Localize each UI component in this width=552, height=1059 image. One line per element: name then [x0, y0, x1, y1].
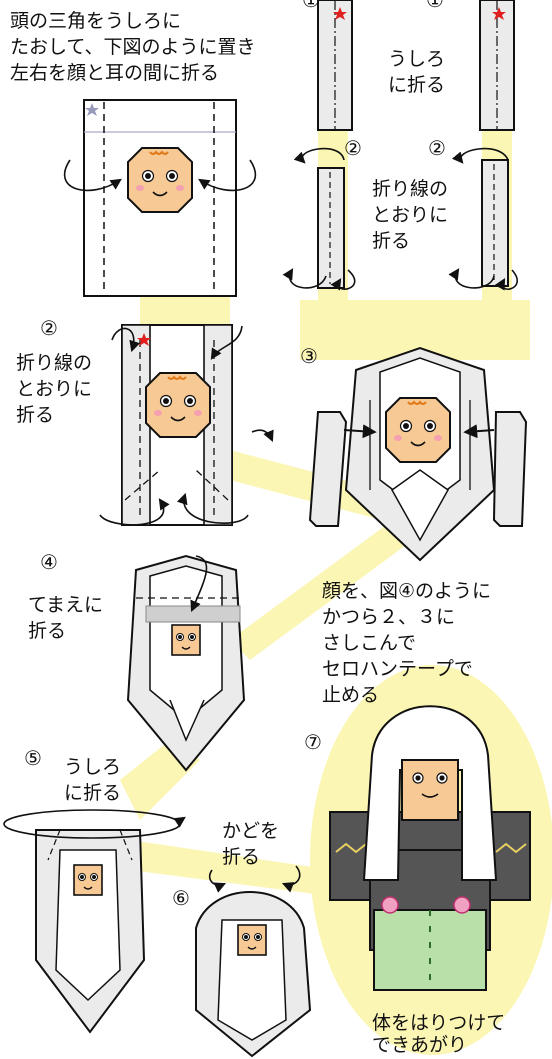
intro-line-2: たおして、下図のように置き	[10, 36, 256, 58]
red-star-icon	[333, 7, 347, 20]
fold-back-line-2: に折る	[388, 74, 446, 96]
insert-face-line-4: セロハンテープで	[322, 658, 473, 680]
step-number-1a: ①	[302, 0, 320, 12]
fold-crease-line-1: 折り線の	[372, 178, 449, 200]
step-number-6: ⑥	[172, 886, 190, 910]
step7-finished-doll	[329, 705, 531, 991]
fold-crease-line-3: 折る	[372, 230, 411, 252]
step2-sheet	[99, 324, 274, 526]
fold-corners-line-2: 折る	[222, 846, 261, 868]
flower-icon	[381, 896, 399, 914]
insert-face-line-2: かつら２、３に	[322, 606, 456, 628]
fold-forward-line-2: 折る	[28, 620, 67, 642]
red-star-icon	[492, 7, 506, 20]
attach-body-line-1: 体をはりつけて	[372, 1012, 506, 1034]
insert-face-line-1: 顔を、図④のように	[322, 580, 492, 602]
insert-face-line-3: さしこんで	[322, 632, 417, 654]
fold-back-line-1: うしろ	[388, 48, 446, 70]
fold-crease-left-line-1: 折り線の	[16, 352, 93, 374]
fold-crease-left-line-3: 折る	[16, 404, 55, 426]
step6-head	[195, 865, 312, 1058]
intro-line-3: 左右を顔と耳の間に折る	[10, 62, 220, 84]
step-number-2c: ②	[40, 316, 58, 340]
fold-back-5-line-1: うしろ	[64, 756, 122, 778]
step0-sheet	[63, 99, 257, 297]
step-number-5: ⑤	[24, 746, 42, 770]
step-number-7: ⑦	[304, 730, 322, 754]
attach-body-line-2: できあがり	[372, 1034, 468, 1056]
step4-head	[126, 554, 246, 772]
step-number-2a: ②	[344, 136, 362, 160]
flower-icon	[453, 896, 471, 914]
fold-forward-line-1: てまえに	[28, 594, 104, 616]
step-number-3: ③	[300, 344, 318, 368]
step-number-1b: ①	[426, 0, 444, 12]
step1-strips	[317, 0, 515, 131]
fold-crease-left-line-2: とおりに	[16, 378, 93, 400]
intro-line-1: 頭の三角をうしろに	[10, 10, 182, 32]
step-number-4: ④	[40, 550, 58, 574]
step-number-2b: ②	[428, 136, 446, 160]
fold-back-5-line-2: に折る	[64, 782, 122, 804]
step5-head	[3, 809, 186, 1034]
gray-star-icon	[85, 103, 99, 116]
fold-crease-line-2: とおりに	[372, 204, 449, 226]
fold-corners-line-1: かどを	[222, 820, 280, 842]
step3-assembly	[308, 346, 528, 562]
red-star-icon	[137, 333, 151, 346]
step2-strips	[282, 147, 518, 291]
insert-face-line-5: 止める	[322, 684, 380, 706]
